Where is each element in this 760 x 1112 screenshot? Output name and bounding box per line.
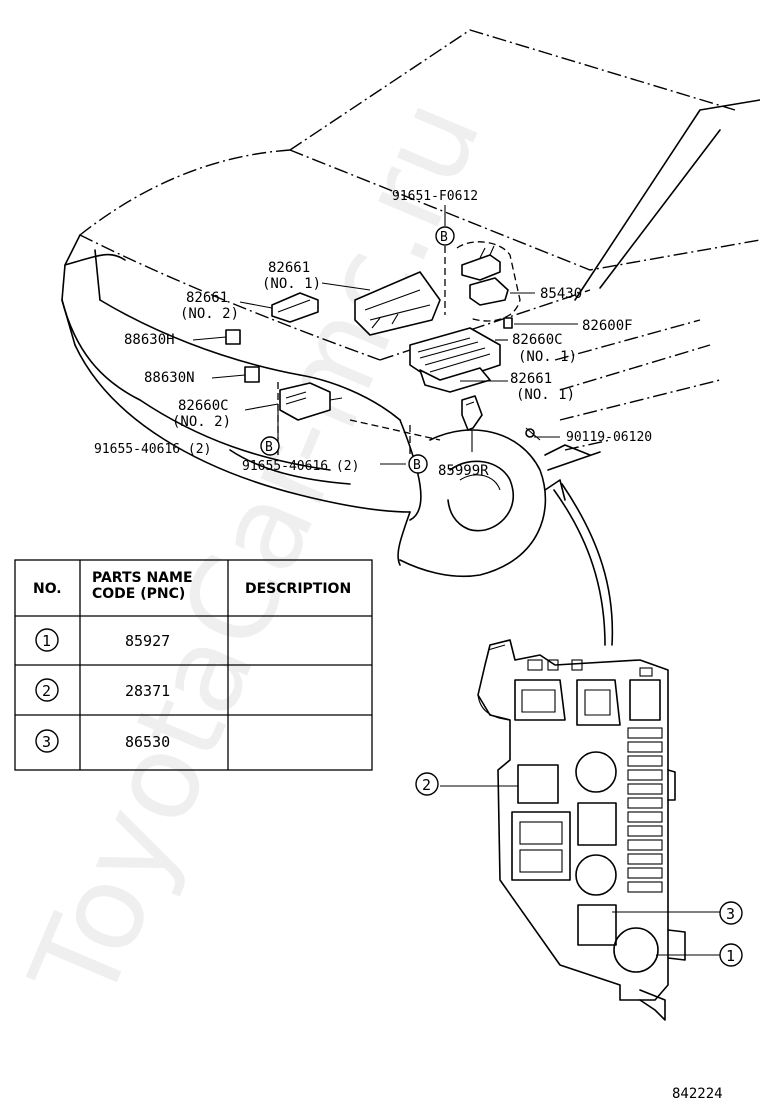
table-row-3-no: 3	[42, 733, 51, 751]
callout-82661-no1-sub: (NO. 1)	[262, 276, 321, 292]
callout-91651-f0612: 91651-F0612	[392, 189, 478, 204]
detail-marker-1: 1	[726, 947, 735, 965]
callout-82661-no2-sub: (NO. 2)	[180, 306, 239, 322]
table-header-pnc-2: CODE (PNC)	[92, 586, 185, 602]
table-row-1-pnc: 85927	[125, 632, 170, 650]
callout-82661-no1-code: 82661	[268, 260, 310, 276]
callout-90119-06120: 90119-06120	[566, 430, 652, 445]
b-marker-top: B	[440, 230, 448, 245]
detail-leaders	[440, 785, 720, 956]
parts-table: NO. PARTS NAME CODE (PNC) DESCRIPTION 1 …	[14, 559, 373, 771]
detail-arrow	[544, 479, 614, 646]
callout-82661-lower-code: 82661	[510, 371, 552, 387]
callout-91655-mid: 91655-40616 (2)	[242, 459, 359, 474]
callout-88630h: 88630H	[124, 332, 175, 348]
callout-82600f: 82600F	[582, 318, 633, 334]
callout-82660c-no2-sub: (NO. 2)	[172, 414, 231, 430]
detail-marker-2: 2	[422, 776, 431, 794]
callout-82660c-no2-code: 82660C	[178, 398, 229, 414]
callout-85430: 85430	[540, 286, 582, 302]
b-marker-mid: B	[413, 458, 421, 473]
table-row-2-pnc: 28371	[125, 682, 170, 700]
b-marker-left: B	[265, 440, 273, 455]
b-markers: B B B	[260, 226, 455, 474]
detail-markers: 2 3 1	[415, 772, 743, 967]
callout-82661-lower-sub: (NO. 1)	[516, 387, 575, 403]
table-row-1-no: 1	[42, 632, 51, 650]
table-row-3-pnc: 86530	[125, 733, 170, 751]
table-header-pnc-1: PARTS NAME	[92, 570, 193, 586]
callouts: 91651-F0612 82661 (NO. 1) 82661 (NO. 2) …	[94, 189, 652, 479]
callout-85999r: 85999R	[438, 463, 489, 479]
callout-91655-left: 91655-40616 (2)	[94, 442, 211, 457]
table-header-no: NO.	[33, 581, 62, 597]
watermark: ToyotaCar-mc.ru	[3, 80, 507, 1022]
table-header-desc: DESCRIPTION	[245, 581, 351, 597]
callout-82660c-no1-sub: (NO. 1)	[518, 349, 577, 365]
callout-88630n: 88630N	[144, 370, 195, 386]
relay-block-detail	[477, 639, 686, 1021]
detail-marker-3: 3	[726, 905, 735, 923]
component-drawings	[225, 241, 541, 441]
figure-id: 842224	[672, 1086, 723, 1102]
callout-82660c-no1-code: 82660C	[512, 332, 563, 348]
callout-82661-no2-code: 82661	[186, 290, 228, 306]
table-row-2-no: 2	[42, 682, 51, 700]
